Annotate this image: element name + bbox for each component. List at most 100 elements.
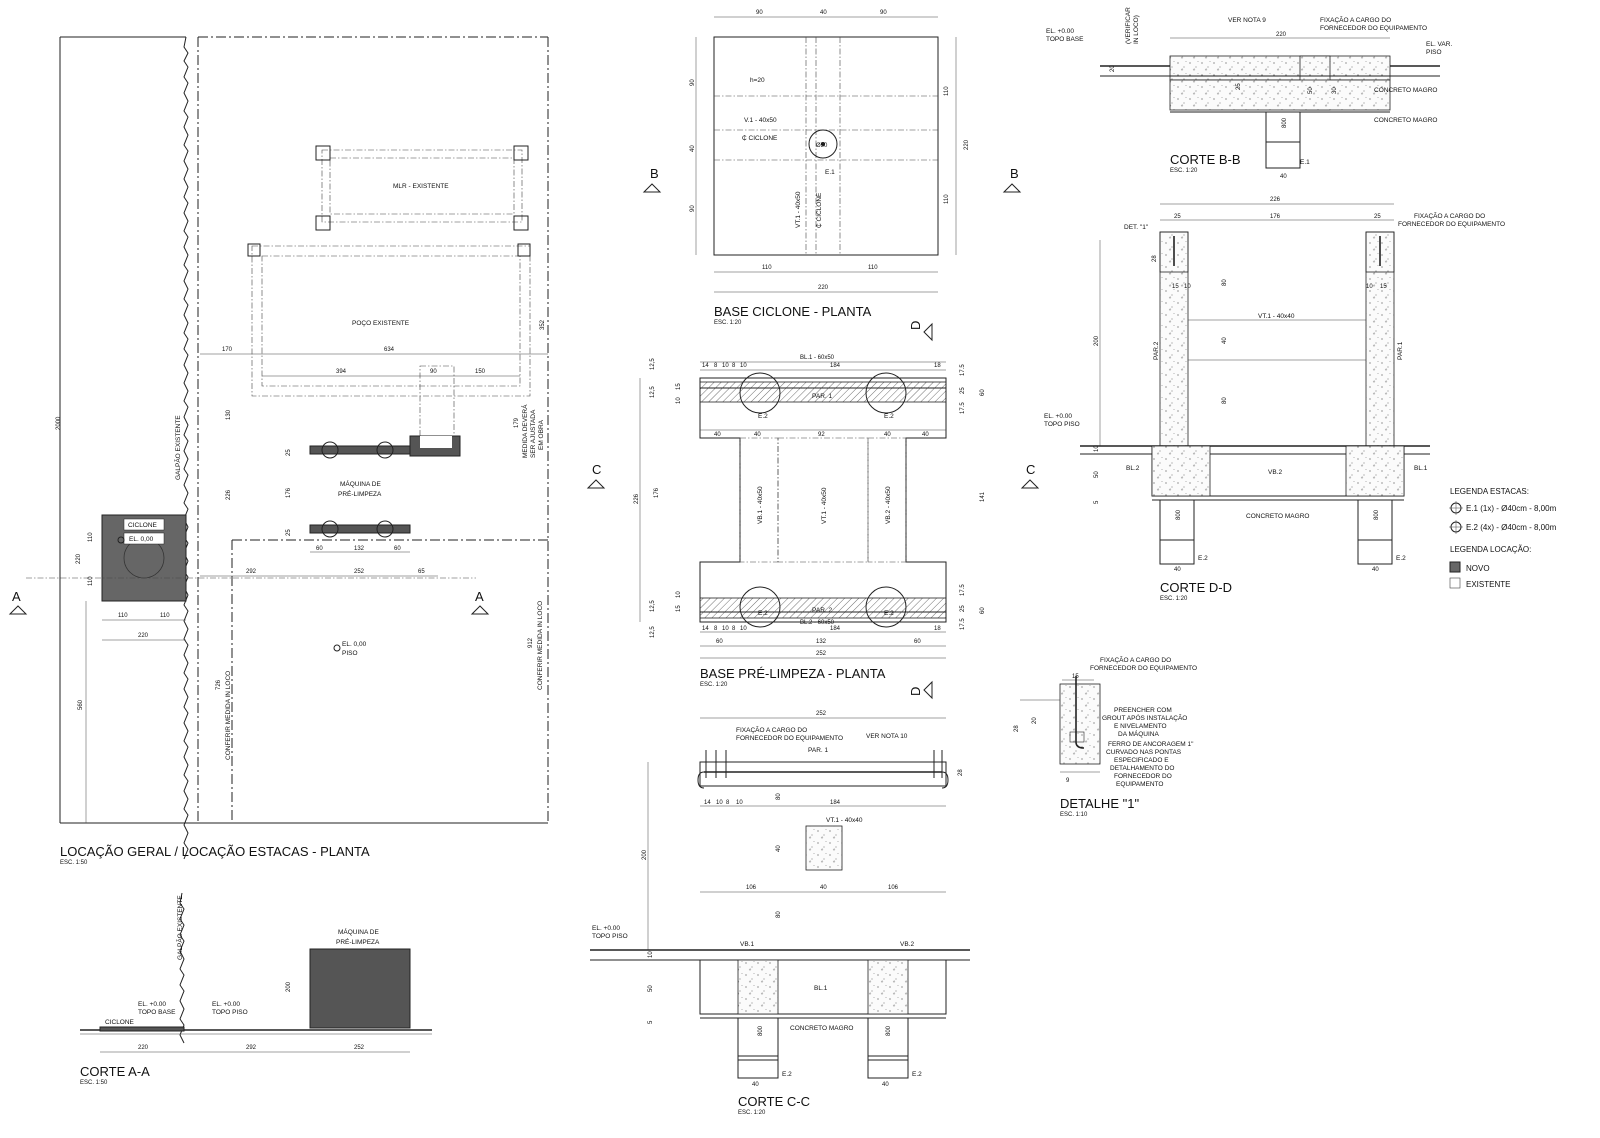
svg-text:PAR. 1: PAR. 1 (808, 747, 828, 754)
svg-text:E.2: E.2 (758, 413, 768, 420)
svg-text:GALPÃO EXISTENTE: GALPÃO EXISTENTE (175, 895, 184, 960)
svg-text:80: 80 (1222, 279, 1228, 286)
svg-text:10: 10 (1094, 445, 1100, 452)
svg-text:25: 25 (960, 387, 966, 394)
svg-text:17.5: 17.5 (960, 618, 966, 630)
svg-text:110: 110 (88, 576, 94, 586)
svg-text:176: 176 (654, 487, 660, 498)
svg-text:60: 60 (914, 639, 921, 645)
svg-text:5: 5 (1094, 500, 1100, 504)
svg-text:MÁQUINA DE: MÁQUINA DE (338, 927, 379, 936)
svg-text:110: 110 (762, 265, 772, 271)
detalhe-1-title: DETALHE "1" (1060, 796, 1139, 811)
svg-text:800: 800 (886, 1025, 892, 1036)
svg-text:800: 800 (758, 1025, 764, 1036)
svg-text:PAR. 1: PAR. 1 (812, 393, 832, 400)
base-prelimpeza-title: BASE PRÉ-LIMPEZA - PLANTA (700, 666, 886, 681)
svg-text:800: 800 (1374, 509, 1380, 520)
svg-text:50: 50 (1094, 471, 1100, 478)
svg-text:DETALHAMENTO DO: DETALHAMENTO DO (1110, 765, 1174, 772)
svg-text:40: 40 (1372, 567, 1379, 573)
detalhe-1-scale: ESC. 1:10 (1060, 812, 1088, 818)
svg-text:50: 50 (1308, 87, 1314, 94)
svg-text:GROUT APÓS INSTALAÇÃO: GROUT APÓS INSTALAÇÃO (1102, 713, 1187, 722)
svg-text:40: 40 (714, 432, 721, 438)
svg-text:ESPECIFICADO E: ESPECIFICADO E (1114, 757, 1169, 764)
svg-text:176: 176 (286, 487, 292, 498)
svg-text:VB.2 - 40x50: VB.2 - 40x50 (885, 486, 892, 524)
svg-text:18: 18 (934, 626, 941, 632)
svg-text:FIXAÇÃO A CARGO DO: FIXAÇÃO A CARGO DO (1414, 211, 1485, 220)
legend-estacas-title: LEGENDA ESTACAS: (1450, 487, 1529, 496)
svg-text:15: 15 (1380, 284, 1387, 290)
svg-text:PAR. 2: PAR. 2 (812, 607, 832, 614)
section-mark-d-bottom: D (908, 680, 933, 700)
svg-text:90: 90 (880, 10, 887, 16)
ciclone-el-label: EL. 0,00 (129, 536, 154, 543)
corte-dd-title: CORTE D-D (1160, 580, 1232, 595)
svg-text:17.5: 17.5 (960, 402, 966, 414)
svg-text:5: 5 (648, 1020, 654, 1024)
svg-text:28: 28 (958, 769, 964, 776)
svg-text:200: 200 (1094, 335, 1100, 346)
svg-text:10: 10 (676, 397, 682, 404)
svg-text:10: 10 (740, 363, 747, 369)
svg-text:40: 40 (690, 145, 696, 152)
corte-cc-title: CORTE C-C (738, 1094, 810, 1109)
svg-text:VT.1 - 40x50: VT.1 - 40x50 (795, 191, 802, 228)
svg-text:FORNECEDOR DO EQUIPAMENTO: FORNECEDOR DO EQUIPAMENTO (1398, 221, 1505, 228)
svg-text:106: 106 (746, 885, 757, 891)
svg-text:BL.1: BL.1 (1414, 465, 1428, 472)
piso-label: PISO (342, 650, 358, 657)
svg-text:110: 110 (868, 265, 878, 271)
svg-text:TOPO PISO: TOPO PISO (212, 1009, 248, 1016)
corte-aa-title: CORTE A-A (80, 1064, 150, 1079)
svg-text:B: B (650, 166, 659, 181)
svg-text:80: 80 (1222, 397, 1228, 404)
svg-text:252: 252 (816, 711, 827, 717)
svg-text:179: 179 (514, 417, 520, 428)
svg-text:150: 150 (475, 369, 486, 375)
svg-text:130: 130 (226, 409, 232, 420)
svg-text:90: 90 (430, 369, 437, 375)
locacao-title: LOCAÇÃO GERAL / LOCAÇÃO ESTACAS - PLANTA (60, 844, 370, 859)
svg-text:VB.1: VB.1 (740, 941, 754, 948)
svg-text:EL. +0.00: EL. +0.00 (212, 1001, 240, 1008)
svg-text:25: 25 (1374, 214, 1381, 220)
svg-text:14: 14 (704, 800, 711, 806)
svg-text:CONFERIR MEDIDA IN LOCO: CONFERIR MEDIDA IN LOCO (225, 671, 232, 760)
svg-text:E.1: E.1 (1300, 159, 1310, 166)
svg-text:25: 25 (960, 605, 966, 612)
svg-text:10: 10 (722, 363, 729, 369)
svg-text:VB.2: VB.2 (900, 941, 914, 948)
svg-text:₵ CICLONE: ₵ CICLONE (742, 134, 778, 142)
svg-text:25: 25 (1236, 83, 1242, 90)
svg-text:40: 40 (922, 432, 929, 438)
corte-cc-scale: ESC. 1:20 (738, 1110, 766, 1116)
svg-text:220: 220 (1276, 32, 1287, 38)
svg-text:65: 65 (418, 569, 425, 575)
svg-text:8: 8 (714, 626, 718, 632)
svg-text:15: 15 (676, 383, 682, 390)
svg-text:A: A (12, 589, 21, 604)
corte-dd-scale: ESC. 1:20 (1160, 596, 1188, 602)
svg-text:28: 28 (1014, 725, 1020, 732)
svg-text:₵ CICLONE: ₵ CICLONE (815, 192, 823, 228)
poco-existente: POÇO EXISTENTE (247, 243, 531, 437)
svg-text:15: 15 (1172, 284, 1179, 290)
svg-text:90: 90 (690, 79, 696, 86)
svg-text:E.2: E.2 (1396, 555, 1406, 562)
svg-text:TOPO BASE: TOPO BASE (138, 1009, 176, 1016)
svg-text:EL. +0.00: EL. +0.00 (1046, 28, 1074, 35)
svg-text:50: 50 (648, 985, 654, 992)
svg-text:40: 40 (882, 1082, 889, 1088)
svg-text:CICLONE: CICLONE (105, 1019, 135, 1026)
svg-text:8: 8 (726, 800, 730, 806)
svg-text:DET. "1": DET. "1" (1124, 224, 1149, 231)
corte-aa-scale: ESC. 1:50 (80, 1080, 108, 1086)
svg-text:CONCRETO MAGRO: CONCRETO MAGRO (790, 1025, 853, 1032)
corte-aa: GALPÃO EXISTENTE MÁQUINA DE PRÉ-LIMPEZA … (80, 892, 432, 1086)
svg-text:E.2: E.2 (1198, 555, 1208, 562)
svg-text:10: 10 (736, 800, 743, 806)
svg-text:PREENCHER COM: PREENCHER COM (1114, 707, 1172, 714)
